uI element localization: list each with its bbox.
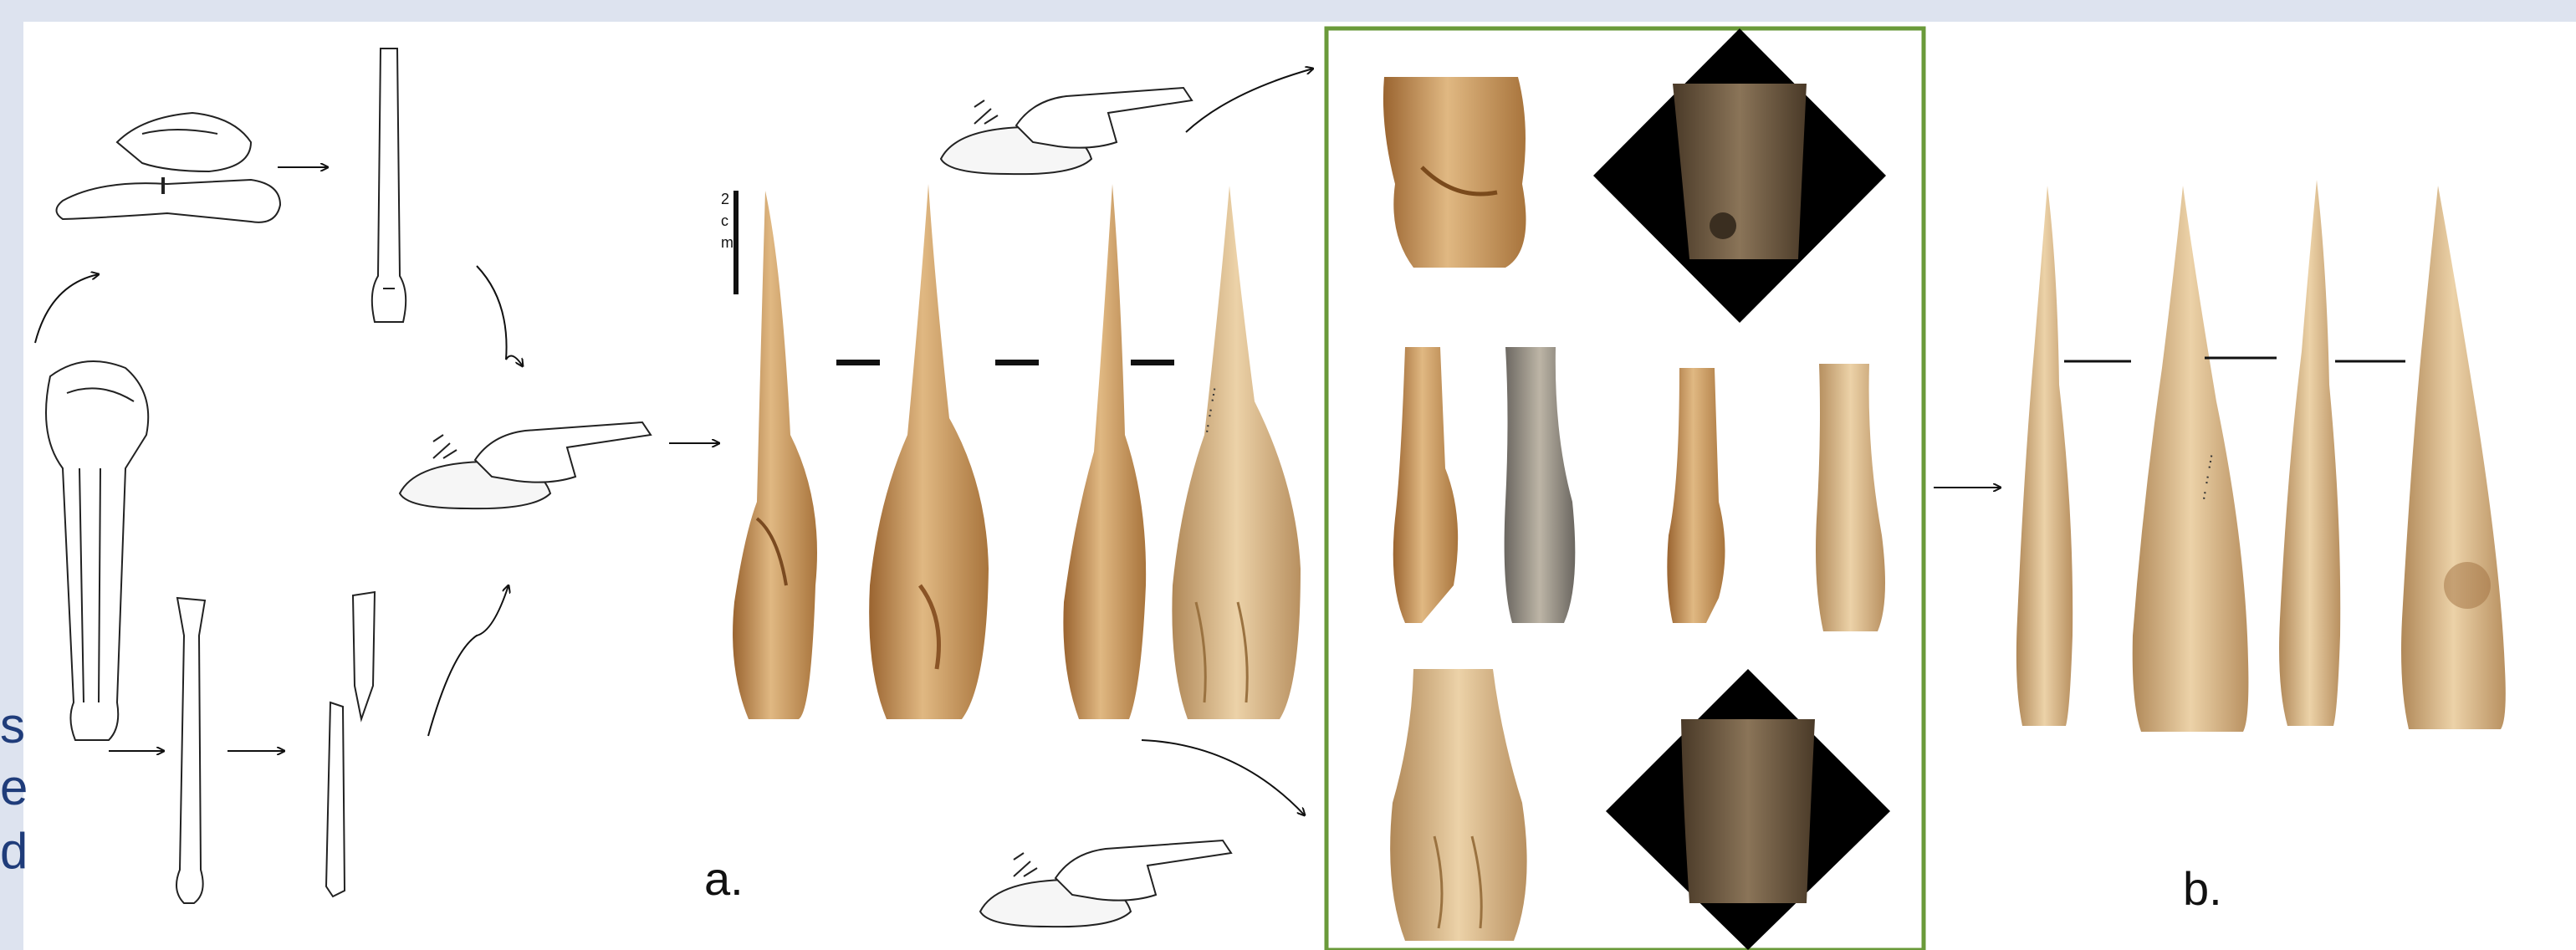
tarsometatarsus-drawing xyxy=(46,361,148,740)
closeup-awl-3 xyxy=(1667,368,1725,623)
bone-awl-a2 xyxy=(869,184,989,719)
closeup-diamond-photo-top xyxy=(1593,28,1886,323)
bone-rod-drawing-bottom-left xyxy=(176,598,205,903)
bone-awl-a3 xyxy=(1063,184,1146,719)
section-divider-b xyxy=(2064,358,2405,361)
bone-awl-b1 xyxy=(2016,186,2073,726)
closeup-awl-1 xyxy=(1393,347,1458,623)
bone-awl-a1 xyxy=(733,191,817,719)
closeup-awl-4 xyxy=(1816,364,1885,631)
closeup-base-photo-top xyxy=(1383,77,1526,268)
scale-bar-value: 2 xyxy=(721,191,729,207)
scale-bar: 2 c m xyxy=(721,191,739,294)
closeup-diamond-photo-bottom xyxy=(1606,669,1890,950)
bone-awl-b3 xyxy=(2279,180,2340,726)
scale-bar-unit-c: c xyxy=(721,212,728,229)
bone-awl-b4 xyxy=(2401,186,2506,729)
label-b: b. xyxy=(2183,862,2222,915)
closeup-base-photo-bottom xyxy=(1390,669,1526,941)
label-a: a. xyxy=(704,852,744,905)
scale-bar-unit-m: m xyxy=(721,234,733,251)
section-divider xyxy=(836,360,1174,365)
bone-splinter-drawing xyxy=(326,592,375,896)
closeup-awl-2 xyxy=(1505,347,1576,623)
bone-awl-b2: ·· ·· ··· xyxy=(2133,186,2249,732)
bone-rod-drawing-top xyxy=(372,49,406,322)
bird-sternum-drawing xyxy=(57,113,281,222)
bone-awl-a4: ·· ·· ··· xyxy=(1172,186,1301,719)
